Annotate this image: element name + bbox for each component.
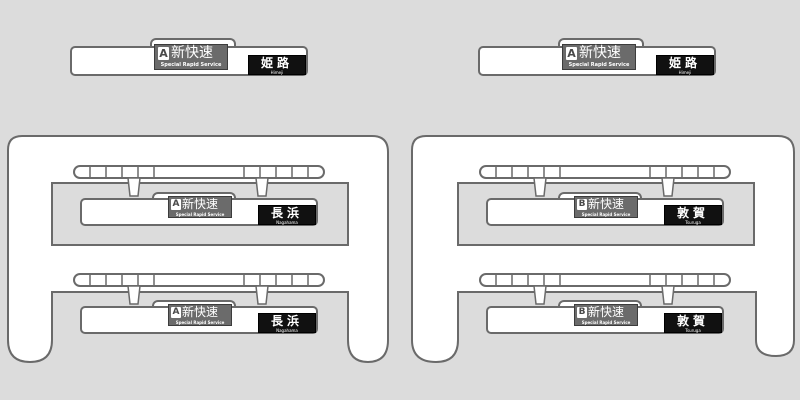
destination-roman: Nagahama xyxy=(276,328,298,333)
service-kanji: 新快速 xyxy=(588,305,625,319)
service-type-badge: A 新快速 Special Rapid Service xyxy=(168,304,232,326)
destination-roman: Nagahama xyxy=(276,220,298,225)
destination-kanji: 長浜 xyxy=(270,206,303,220)
service-type-badge: B 新快速 Special Rapid Service xyxy=(574,196,638,218)
destination-kanji: 姫路 xyxy=(668,56,701,70)
service-kanji: 新快速 xyxy=(171,45,213,61)
line-letter-badge: A xyxy=(171,307,181,318)
line-letter-badge: A xyxy=(158,47,169,60)
service-type-badge: A 新快速 Special Rapid Service xyxy=(154,44,228,70)
service-kanji: 新快速 xyxy=(182,305,219,319)
service-english: Special Rapid Service xyxy=(160,62,222,68)
service-type-badge: B 新快速 Special Rapid Service xyxy=(574,304,638,326)
destination-panel: 長浜 Nagahama xyxy=(258,205,316,225)
destination-roman: Tsuruga xyxy=(685,220,701,225)
destination-roman: Himeji xyxy=(678,70,692,75)
destination-panel: 姫路 Himeji xyxy=(248,55,306,75)
line-letter-badge: B xyxy=(577,307,587,318)
sign-left-upper: A 新快速 Special Rapid Service 長浜 Nagahama xyxy=(80,192,318,228)
service-english: Special Rapid Service xyxy=(581,212,631,217)
sign-top-left: A 新快速 Special Rapid Service 姫路 Himeji xyxy=(70,38,308,78)
destination-kanji: 姫路 xyxy=(260,56,293,70)
destination-panel: 敦賀 Tsuruga xyxy=(664,313,722,333)
service-kanji: 新快速 xyxy=(182,197,219,211)
sign-right-upper: B 新快速 Special Rapid Service 敦賀 Tsuruga xyxy=(486,192,724,228)
left-upper-rail xyxy=(73,165,325,179)
destination-panel: 姫路 Himeji xyxy=(656,55,714,75)
service-type-badge: A 新快速 Special Rapid Service xyxy=(562,44,636,70)
destination-roman: Tsuruga xyxy=(685,328,701,333)
service-kanji: 新快速 xyxy=(588,197,625,211)
service-english: Special Rapid Service xyxy=(175,320,225,325)
sign-right-lower: B 新快速 Special Rapid Service 敦賀 Tsuruga xyxy=(486,300,724,336)
service-english: Special Rapid Service xyxy=(175,212,225,217)
destination-kanji: 敦賀 xyxy=(676,206,709,220)
line-letter-badge: A xyxy=(171,199,181,210)
destination-kanji: 長浜 xyxy=(270,314,303,328)
destination-panel: 長浜 Nagahama xyxy=(258,313,316,333)
service-english: Special Rapid Service xyxy=(581,320,631,325)
service-english: Special Rapid Service xyxy=(568,62,630,68)
line-letter-badge: B xyxy=(577,199,587,210)
destination-roman: Himeji xyxy=(270,70,284,75)
sign-top-right: A 新快速 Special Rapid Service 姫路 Himeji xyxy=(478,38,716,78)
destination-panel: 敦賀 Tsuruga xyxy=(664,205,722,225)
service-type-badge: A 新快速 Special Rapid Service xyxy=(168,196,232,218)
left-lower-rail xyxy=(73,273,325,287)
right-lower-rail xyxy=(479,273,731,287)
service-kanji: 新快速 xyxy=(579,45,621,61)
line-letter-badge: A xyxy=(566,47,577,60)
right-upper-rail xyxy=(479,165,731,179)
sign-left-lower: A 新快速 Special Rapid Service 長浜 Nagahama xyxy=(80,300,318,336)
destination-kanji: 敦賀 xyxy=(676,314,709,328)
